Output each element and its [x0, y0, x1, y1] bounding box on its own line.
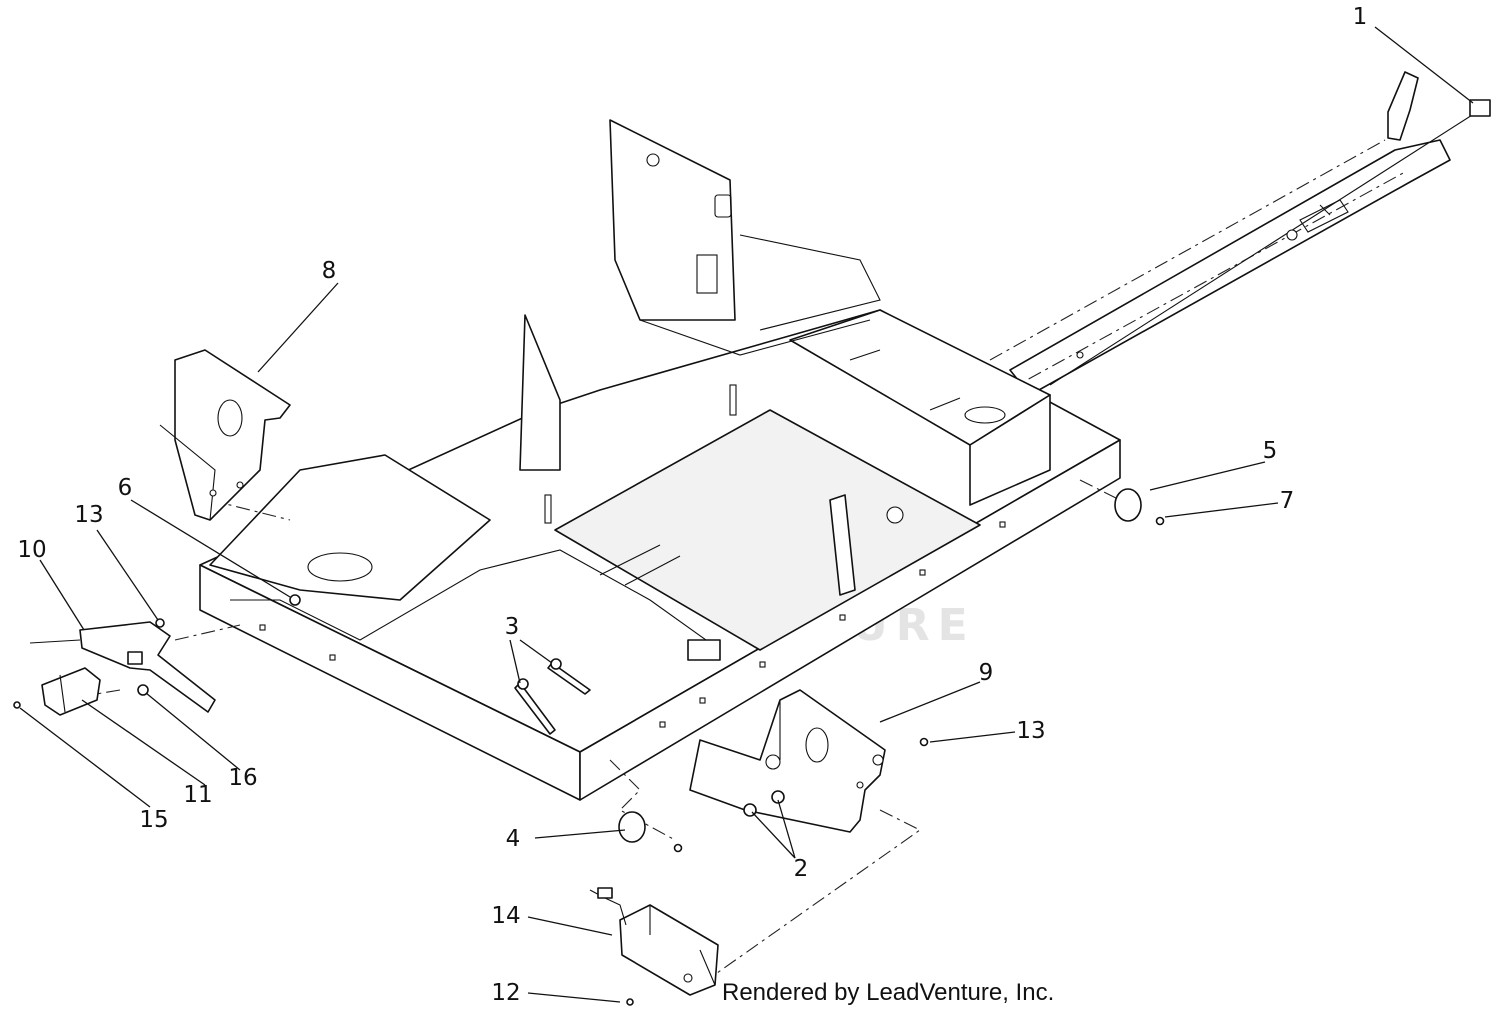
part-5-plug: [1114, 488, 1142, 522]
callout-5: 5: [1263, 438, 1278, 464]
part-4-screw: [673, 843, 683, 853]
part-9-bracket: [689, 689, 886, 833]
main-frame: [199, 119, 1121, 801]
part-6-grommet: [289, 594, 301, 606]
callout-6: 6: [118, 475, 133, 501]
hardware: [289, 488, 1165, 853]
credit-text: Rendered by LeadVenture, Inc.: [722, 979, 1054, 1006]
part-11-lens: [13, 667, 101, 716]
callout-10: 10: [17, 537, 46, 563]
callout-9: 9: [979, 660, 994, 686]
callout-1: 1: [1353, 4, 1368, 30]
callout-8: 8: [322, 258, 337, 284]
part-3-bolt-b: [547, 662, 591, 695]
drawbar: [989, 71, 1491, 396]
callout-11: 11: [183, 782, 212, 808]
callout-labels: 1 2 3 4 5 6 7 8 9 10 11 12 13 13 14 15 1…: [17, 4, 1367, 1006]
leader-lines: [19, 26, 1474, 1003]
part-3-bolt-a: [514, 682, 556, 735]
callout-16: 16: [228, 765, 257, 791]
callout-15: 15: [139, 807, 168, 833]
callout-3: 3: [505, 614, 520, 640]
part-13-nut-b: [919, 737, 929, 747]
part-7-screw: [1155, 516, 1165, 526]
callout-14: 14: [491, 903, 520, 929]
callout-7: 7: [1280, 488, 1295, 514]
part-4-plug: [618, 811, 646, 843]
part-10-bracket: [29, 618, 216, 713]
callout-13-right: 13: [1016, 718, 1045, 744]
callout-12: 12: [491, 980, 520, 1006]
callout-13-left: 13: [74, 502, 103, 528]
part-8-bracket: [159, 349, 291, 521]
callout-4: 4: [506, 826, 521, 852]
part-14-lightbox: [589, 887, 719, 1006]
callout-2: 2: [794, 856, 809, 882]
